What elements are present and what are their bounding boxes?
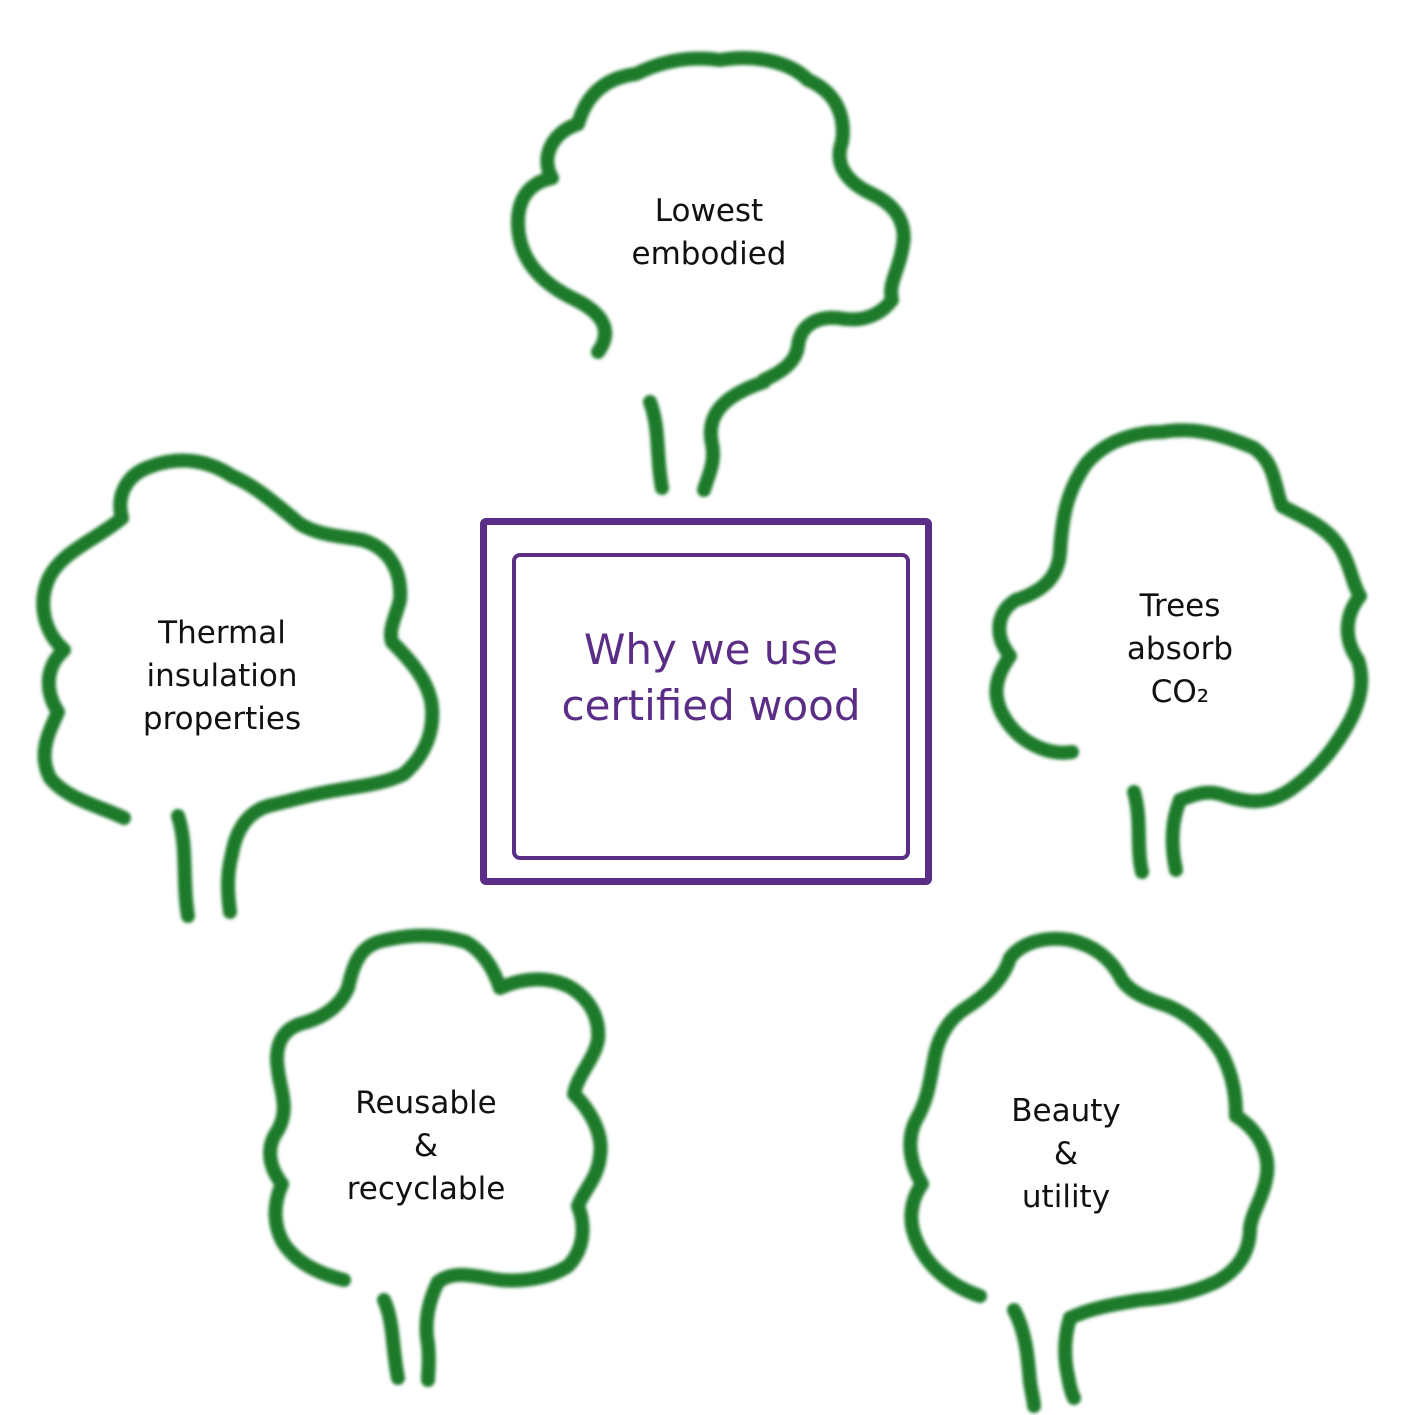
tree-left-drawing <box>36 453 440 923</box>
tree-label-line: embodied <box>631 236 787 272</box>
tree-bottom-left-crown <box>263 928 608 1289</box>
center-frame-outer <box>480 518 932 885</box>
tree-label-line: & <box>1053 1136 1079 1172</box>
tree-bottom-right-trunk-left <box>1007 1303 1041 1413</box>
center-title-line: certified wood <box>561 681 861 730</box>
tree-label-left: Thermal insulation properties <box>143 612 301 741</box>
tree-right-crown <box>989 423 1369 809</box>
tree-bottom-left-drawing <box>263 928 608 1387</box>
tree-bottom-right-crown <box>903 931 1275 1325</box>
tree-label-line: Trees <box>1139 588 1221 624</box>
tree-bottom-right-drawing <box>903 931 1275 1413</box>
tree-left-crown <box>36 453 440 861</box>
tree-label-top: Lowest embodied <box>632 190 787 276</box>
tree-label-line: utility <box>1021 1179 1111 1215</box>
tree-top-crown <box>511 51 911 387</box>
tree-label-line: absorb <box>1126 631 1234 667</box>
tree-right-trunk-left <box>1127 785 1149 879</box>
tree-label-line: CO₂ <box>1150 674 1210 710</box>
tree-top-drawing <box>511 51 911 497</box>
tree-label-line: Thermal <box>158 615 286 651</box>
tree-label-bottom-left: Reusable & recyclable <box>347 1082 506 1211</box>
tree-label-line: insulation <box>146 658 298 694</box>
center-title-line: Why we use <box>583 625 839 674</box>
tree-bottom-left-trunk-right <box>419 1275 445 1387</box>
tree-label-line: recyclable <box>346 1171 506 1207</box>
tree-top-trunk-right <box>697 375 771 497</box>
center-title: Why we use certified wood <box>561 622 860 734</box>
center-frame-inner <box>512 553 910 860</box>
tree-top-trunk-left <box>643 395 669 495</box>
tree-label-line: properties <box>142 701 302 737</box>
tree-right-drawing <box>989 423 1369 879</box>
tree-label-line: Reusable <box>355 1085 497 1121</box>
tree-label-line: Beauty <box>1011 1093 1121 1129</box>
tree-label-line: & <box>413 1128 439 1164</box>
tree-bottom-right-trunk-right <box>1058 1311 1081 1405</box>
tree-left-trunk-left <box>171 809 195 923</box>
tree-label-bottom-right: Beauty & utility <box>1011 1090 1120 1219</box>
tree-left-trunk-right <box>221 847 239 919</box>
tree-label-right: Trees absorb CO₂ <box>1127 585 1233 714</box>
tree-label-line: Lowest <box>654 193 764 229</box>
tree-right-trunk-right <box>1165 793 1187 877</box>
tree-bottom-left-trunk-left <box>377 1293 405 1385</box>
